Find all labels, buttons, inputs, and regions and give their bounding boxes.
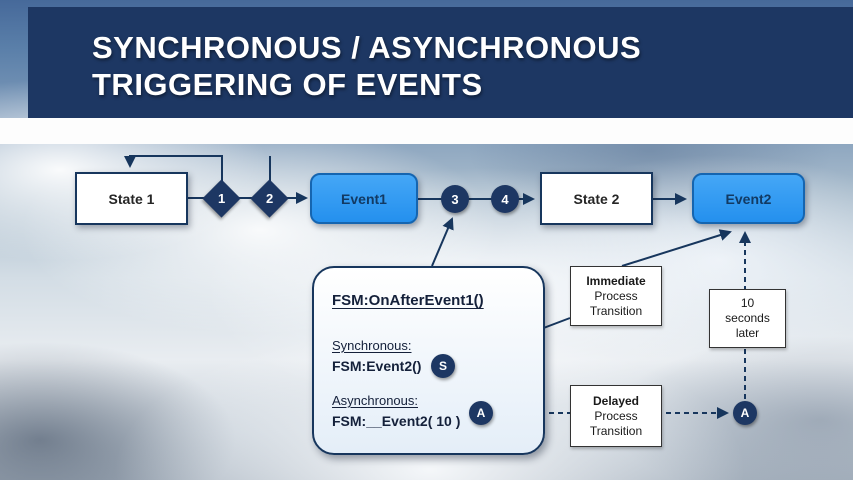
step-badge-3: 3 — [441, 185, 469, 213]
slide-title-line-2: TRIGGERING OF EVENTS — [92, 67, 483, 102]
step-badge-4: 4 — [491, 185, 519, 213]
delay-note-line-3: later — [735, 326, 760, 340]
immediate-note-line-1: Immediate — [586, 273, 646, 288]
immediate-note-line-3: Transition — [589, 303, 643, 318]
async-badge: A — [469, 401, 493, 425]
delayed-note-line-3: Transition — [589, 423, 643, 438]
state-1-label: State 1 — [108, 190, 155, 207]
slide-title: SYNCHRONOUS / ASYNCHRONOUS TRIGGERING OF… — [92, 29, 641, 103]
state-1-box: State 1 — [75, 172, 188, 225]
sync-badge: S — [431, 354, 455, 378]
event-1-box: Event1 — [310, 173, 418, 224]
slide-title-line-1: SYNCHRONOUS / ASYNCHRONOUS — [92, 30, 642, 65]
delay-note-line-1: 10 — [740, 296, 755, 310]
delayed-note-line-1: Delayed — [592, 393, 640, 408]
delay-note-line-2: seconds — [725, 311, 770, 325]
state-2-box: State 2 — [540, 172, 653, 225]
fsm-async-code: FSM:__Event2( 10 ) — [332, 413, 461, 429]
fsm-callout-title: FSM:OnAfterEvent1() — [332, 292, 484, 309]
title-band — [28, 7, 853, 118]
fsm-async-label: Asynchronous: — [332, 393, 418, 408]
sync-badge-label: S — [438, 359, 447, 373]
async-badge-label: A — [476, 406, 486, 420]
delay-note-box: 10 seconds later — [709, 289, 786, 348]
async-target-badge-label: A — [740, 406, 750, 420]
step-badge-4-label: 4 — [501, 191, 509, 207]
fsm-callout-box: FSM:OnAfterEvent1() Synchronous: FSM:Eve… — [312, 266, 545, 455]
delayed-note-line-2: Process — [594, 408, 638, 423]
async-target-badge: A — [733, 401, 757, 425]
fsm-sync-label: Synchronous: — [332, 338, 412, 353]
step-badge-2-label: 2 — [265, 190, 274, 206]
delayed-note-box: Delayed Process Transition — [570, 385, 662, 447]
immediate-note-box: Immediate Process Transition — [570, 266, 662, 326]
fsm-sync-code: FSM:Event2() — [332, 358, 422, 374]
title-underline-strip — [0, 118, 853, 144]
state-2-label: State 2 — [573, 190, 620, 207]
immediate-note-line-2: Process — [594, 288, 638, 303]
event-2-box: Event2 — [692, 173, 805, 224]
step-badge-1-label: 1 — [217, 190, 226, 206]
event-1-label: Event1 — [341, 190, 387, 207]
step-badge-3-label: 3 — [451, 191, 459, 207]
event-2-label: Event2 — [725, 190, 772, 207]
